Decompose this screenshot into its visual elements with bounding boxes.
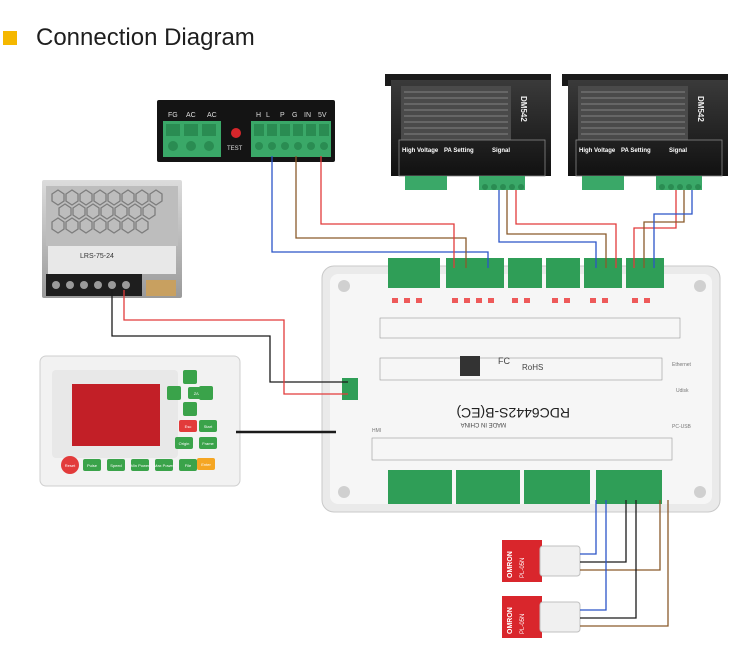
driver-section-label: Signal [669, 148, 687, 154]
psu-24v: LRS-75-24 [42, 180, 182, 298]
panel-button-label: Enter [201, 462, 211, 467]
psu-terminal-label: H [256, 112, 261, 119]
panel-button-label: Frame [202, 441, 214, 446]
wire-blue [580, 500, 597, 555]
sensor-1: OMRON PL-05N [502, 540, 581, 582]
driver-section-label: PA Setting [444, 148, 474, 154]
panel-button-label: Z/U [194, 391, 201, 396]
psu-terminal-label: IN [304, 112, 311, 119]
psu-terminal-label: L [266, 112, 270, 119]
panel-button-label: File [185, 463, 192, 468]
sensor-brand: OMRON [507, 551, 514, 578]
driver-model-label: DM542 [519, 96, 528, 122]
sensor-2: OMRON PL-05N [502, 596, 581, 638]
port-label: Udisk [676, 388, 689, 394]
panel-button-label: Start [204, 424, 213, 429]
lcd-screen [72, 384, 160, 446]
arrow-key-icon [183, 402, 197, 416]
driver-section-label: PA Setting [621, 148, 651, 154]
arrow-key-icon [199, 386, 213, 400]
controller-model: RDC6442S-B(EC) [456, 405, 570, 421]
wiring [111, 156, 693, 627]
driver-model-label: DM542 [696, 96, 705, 122]
wire-red [633, 190, 677, 268]
psu-terminal-label: AC [186, 112, 196, 119]
panel-button [155, 459, 173, 471]
psu-terminal-label: FG [168, 112, 178, 119]
panel-button-label: Pulse [87, 463, 98, 468]
psu-24v-model: LRS-75-24 [80, 253, 114, 260]
stepper-driver-2: DM542 High Voltage PA Setting Signal [562, 74, 728, 190]
wire-red [123, 290, 348, 395]
panel-button [61, 456, 79, 474]
panel-button-label: Origin [179, 441, 190, 446]
psu-terminal-label: AC [207, 112, 217, 119]
psu-terminal-label: G [292, 112, 297, 119]
panel-button-label: Min Power [131, 463, 151, 468]
wire-brown [580, 500, 669, 627]
arrow-key-icon [183, 370, 197, 384]
panel-button-label: Speed [110, 463, 122, 468]
panel-button [197, 458, 215, 470]
sensor-model: PL-05N [520, 614, 526, 634]
driver-section-label: Signal [492, 148, 510, 154]
panel-button-label: Max Power [154, 463, 175, 468]
made-in-label: MADE IN CHINA [461, 421, 506, 427]
panel-button [107, 459, 125, 471]
panel-button [179, 420, 197, 432]
panel-button [175, 437, 193, 449]
port-label: PC-USB [672, 424, 692, 430]
wire-brown [295, 156, 467, 268]
panel-button-label: Esc [185, 424, 192, 429]
wire-brown [643, 190, 685, 268]
wire-red [320, 156, 455, 268]
driver-section-label: High Voltage [402, 148, 439, 154]
wire-brown [506, 190, 607, 268]
arrow-key-icon [167, 386, 181, 400]
port-label: HMI [372, 428, 381, 434]
psu-terminal-label: P [280, 112, 285, 119]
stepper-driver-1: DM542 High Voltage PA Setting Signal [385, 74, 551, 190]
controller-board: FC RoHS RDC6442S-B(EC) MADE IN CHINA Eth… [321, 258, 721, 513]
wire-blue [498, 190, 597, 268]
fc-mark: FC [498, 356, 510, 366]
page-title: Connection Diagram [36, 24, 255, 51]
test-button-icon [231, 128, 241, 138]
wire-blue [653, 190, 693, 268]
test-label: TEST [227, 146, 243, 152]
panel-button [131, 459, 149, 471]
wire-red [515, 190, 617, 268]
wire-black [580, 500, 627, 563]
panel-button [199, 420, 217, 432]
sensor-brand: OMRON [507, 607, 514, 634]
sensor-model: PL-05N [520, 558, 526, 578]
panel-button [179, 459, 197, 471]
panel-button [199, 437, 217, 449]
title-accent-square [3, 31, 17, 45]
laser-power-supply: FG AC AC H L P G IN 5V TEST [157, 100, 335, 162]
wire-black [111, 290, 348, 383]
rohs-mark: RoHS [522, 363, 543, 372]
wire-blue [580, 500, 607, 611]
qr-code [460, 356, 480, 376]
port-label: Ethernet [672, 362, 692, 368]
panel-button [83, 459, 101, 471]
wire-blue [271, 156, 489, 268]
driver-section-label: High Voltage [579, 148, 616, 154]
wire-brown [580, 500, 661, 571]
wire-black [580, 500, 637, 619]
panel-button-label: Reset [65, 463, 76, 468]
psu-terminal-label: 5V [318, 112, 327, 119]
